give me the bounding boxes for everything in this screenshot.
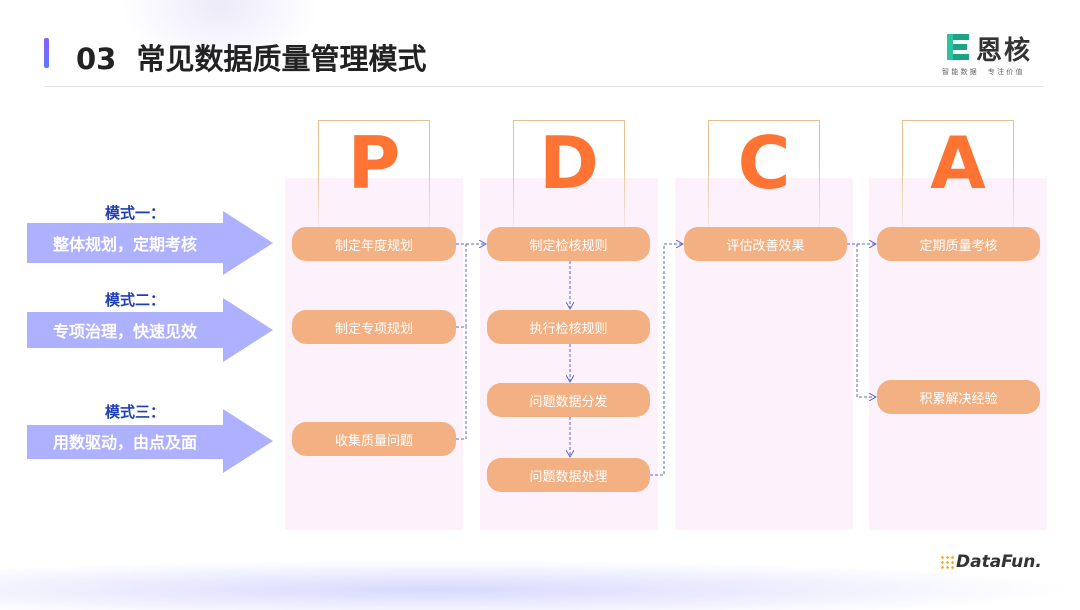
decor-glow-top [120, 0, 320, 70]
brand-logo: 恩核 智 能 数 据 专 注 价 值 [940, 30, 1060, 80]
page-title: 03 常见数据质量管理模式 [76, 42, 427, 76]
letter-p: P [347, 121, 401, 205]
datafun-logo-text: DataFun. [956, 552, 1042, 572]
title-accent-bar [44, 38, 49, 68]
mode-2-text: 专项治理，快速见效 [52, 322, 197, 341]
header-box-d [513, 120, 625, 230]
mode-3-text: 用数驱动，由点及面 [52, 433, 197, 452]
step-a-1: 定期质量考核 [877, 227, 1040, 261]
mode-3-arrow: 用数驱动，由点及面 [27, 409, 275, 473]
step-p-3: 收集质量问题 [292, 422, 456, 456]
letter-c: C [737, 121, 791, 205]
decor-glow-bottom [0, 560, 1080, 610]
step-p-2: 制定专项规划 [292, 310, 456, 344]
brand-name: 恩核 [976, 36, 1033, 66]
mode-2-label: 模式二： [104, 291, 165, 309]
header-box-c [708, 120, 820, 230]
step-a-2: 积累解决经验 [877, 380, 1040, 414]
step-c-1: 评估改善效果 [684, 227, 847, 261]
brand-e-icon [947, 34, 969, 60]
datafun-logo: DataFun. [940, 552, 1042, 572]
step-p-1: 制定年度规划 [292, 227, 456, 261]
header-box-a [902, 120, 1014, 230]
mode-1-text: 整体规划，定期考核 [52, 235, 197, 254]
header-box-p [318, 120, 430, 230]
brand-tagline: 智 能 数 据 专 注 价 值 [942, 68, 1023, 76]
title-divider [44, 86, 1044, 87]
step-d-3: 问题数据分发 [487, 383, 650, 417]
datafun-dots-icon [940, 555, 954, 569]
mode-3-label: 模式三： [104, 403, 165, 421]
mode-2-arrow: 专项治理，快速见效 [27, 298, 275, 362]
step-d-2: 执行检核规则 [487, 310, 650, 344]
mode-1-label: 模式一： [104, 204, 165, 222]
step-d-1: 制定检核规则 [487, 227, 650, 261]
letter-d: D [539, 121, 599, 205]
letter-a: A [930, 121, 986, 205]
step-d-4: 问题数据处理 [487, 458, 650, 492]
mode-1-arrow: 整体规划，定期考核 [27, 211, 275, 275]
